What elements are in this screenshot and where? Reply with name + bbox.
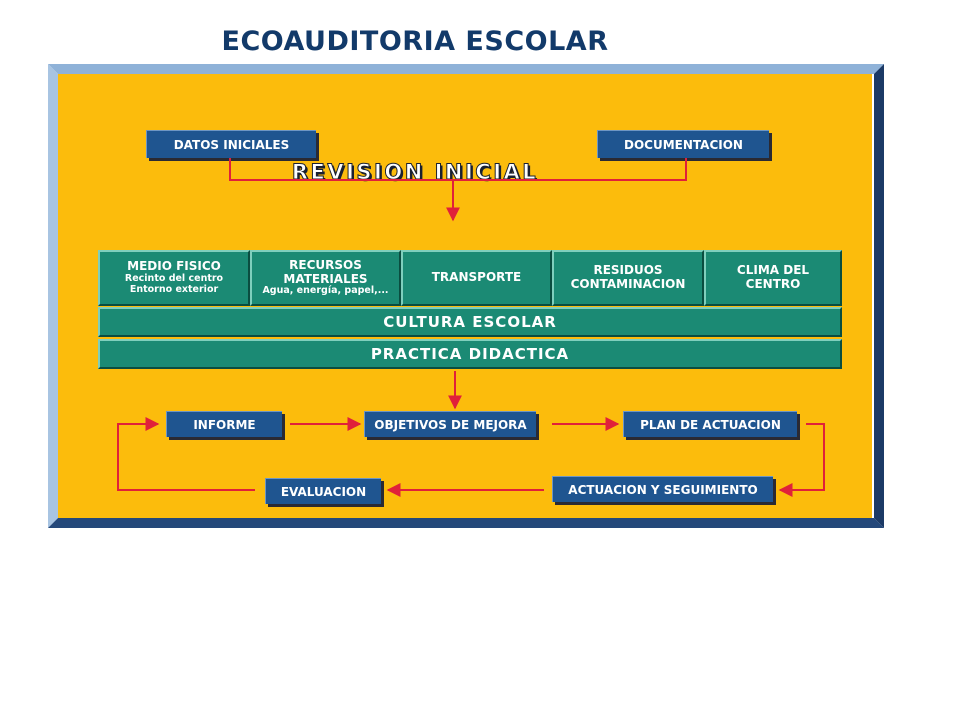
documentacion-label: DOCUMENTACION [624, 137, 743, 152]
cultura-escolar-bar: CULTURA ESCOLAR [98, 307, 842, 337]
datos-iniciales-box: DATOS INICIALES [146, 130, 316, 158]
area-title: RESIDUOS [593, 263, 663, 278]
practica-didactica-label: PRACTICA DIDACTICA [370, 345, 570, 363]
area-line: Recinto del centro [124, 272, 224, 284]
plan-box: PLAN DE ACTUACION [623, 411, 797, 437]
arrow-plan-actuacion [778, 423, 825, 497]
plan-label: PLAN DE ACTUACION [640, 417, 781, 432]
area-residuos: RESIDUOS CONTAMINACION [552, 250, 704, 306]
evaluacion-box: EVALUACION [265, 478, 381, 504]
frame-bevel [48, 64, 884, 528]
area-title: MATERIALES [283, 271, 368, 286]
cultura-escolar-label: CULTURA ESCOLAR [383, 313, 557, 331]
arrow-evaluacion-informe [117, 417, 255, 491]
objetivos-label: OBJETIVOS DE MEJORA [374, 417, 527, 432]
area-title: MEDIO FISICO [127, 259, 221, 274]
actuacion-label: ACTUACION Y SEGUIMIENTO [568, 482, 758, 497]
documentacion-box: DOCUMENTACION [597, 130, 769, 158]
datos-iniciales-label: DATOS INICIALES [173, 137, 290, 152]
informe-label: INFORME [193, 417, 256, 432]
evaluacion-label: EVALUACION [280, 484, 367, 499]
diagram-title: ECOAUDITORIA ESCOLAR [221, 26, 609, 57]
area-title: CLIMA DEL [736, 263, 810, 278]
objetivos-box: OBJETIVOS DE MEJORA [364, 411, 536, 437]
area-title: TRANSPORTE [431, 270, 522, 285]
area-title: CENTRO [745, 277, 801, 291]
informe-box: INFORME [166, 411, 282, 437]
area-recursos-materiales: RECURSOS MATERIALES Agua, energía, papel… [250, 250, 401, 306]
practica-didactica-bar: PRACTICA DIDACTICA [98, 339, 842, 369]
area-transporte: TRANSPORTE [401, 250, 552, 306]
area-line: Agua, energía, papel,... [262, 285, 389, 297]
area-medio-fisico: MEDIO FISICO Recinto del centro Entorno … [98, 250, 250, 306]
area-line: Entorno exterior [129, 283, 219, 295]
area-title: CONTAMINACION [570, 277, 686, 291]
arrow-inputs-merge [229, 158, 687, 181]
actuacion-box: ACTUACION Y SEGUIMIENTO [552, 476, 773, 502]
area-title: RECURSOS [289, 257, 362, 272]
area-clima: CLIMA DEL CENTRO [704, 250, 842, 306]
